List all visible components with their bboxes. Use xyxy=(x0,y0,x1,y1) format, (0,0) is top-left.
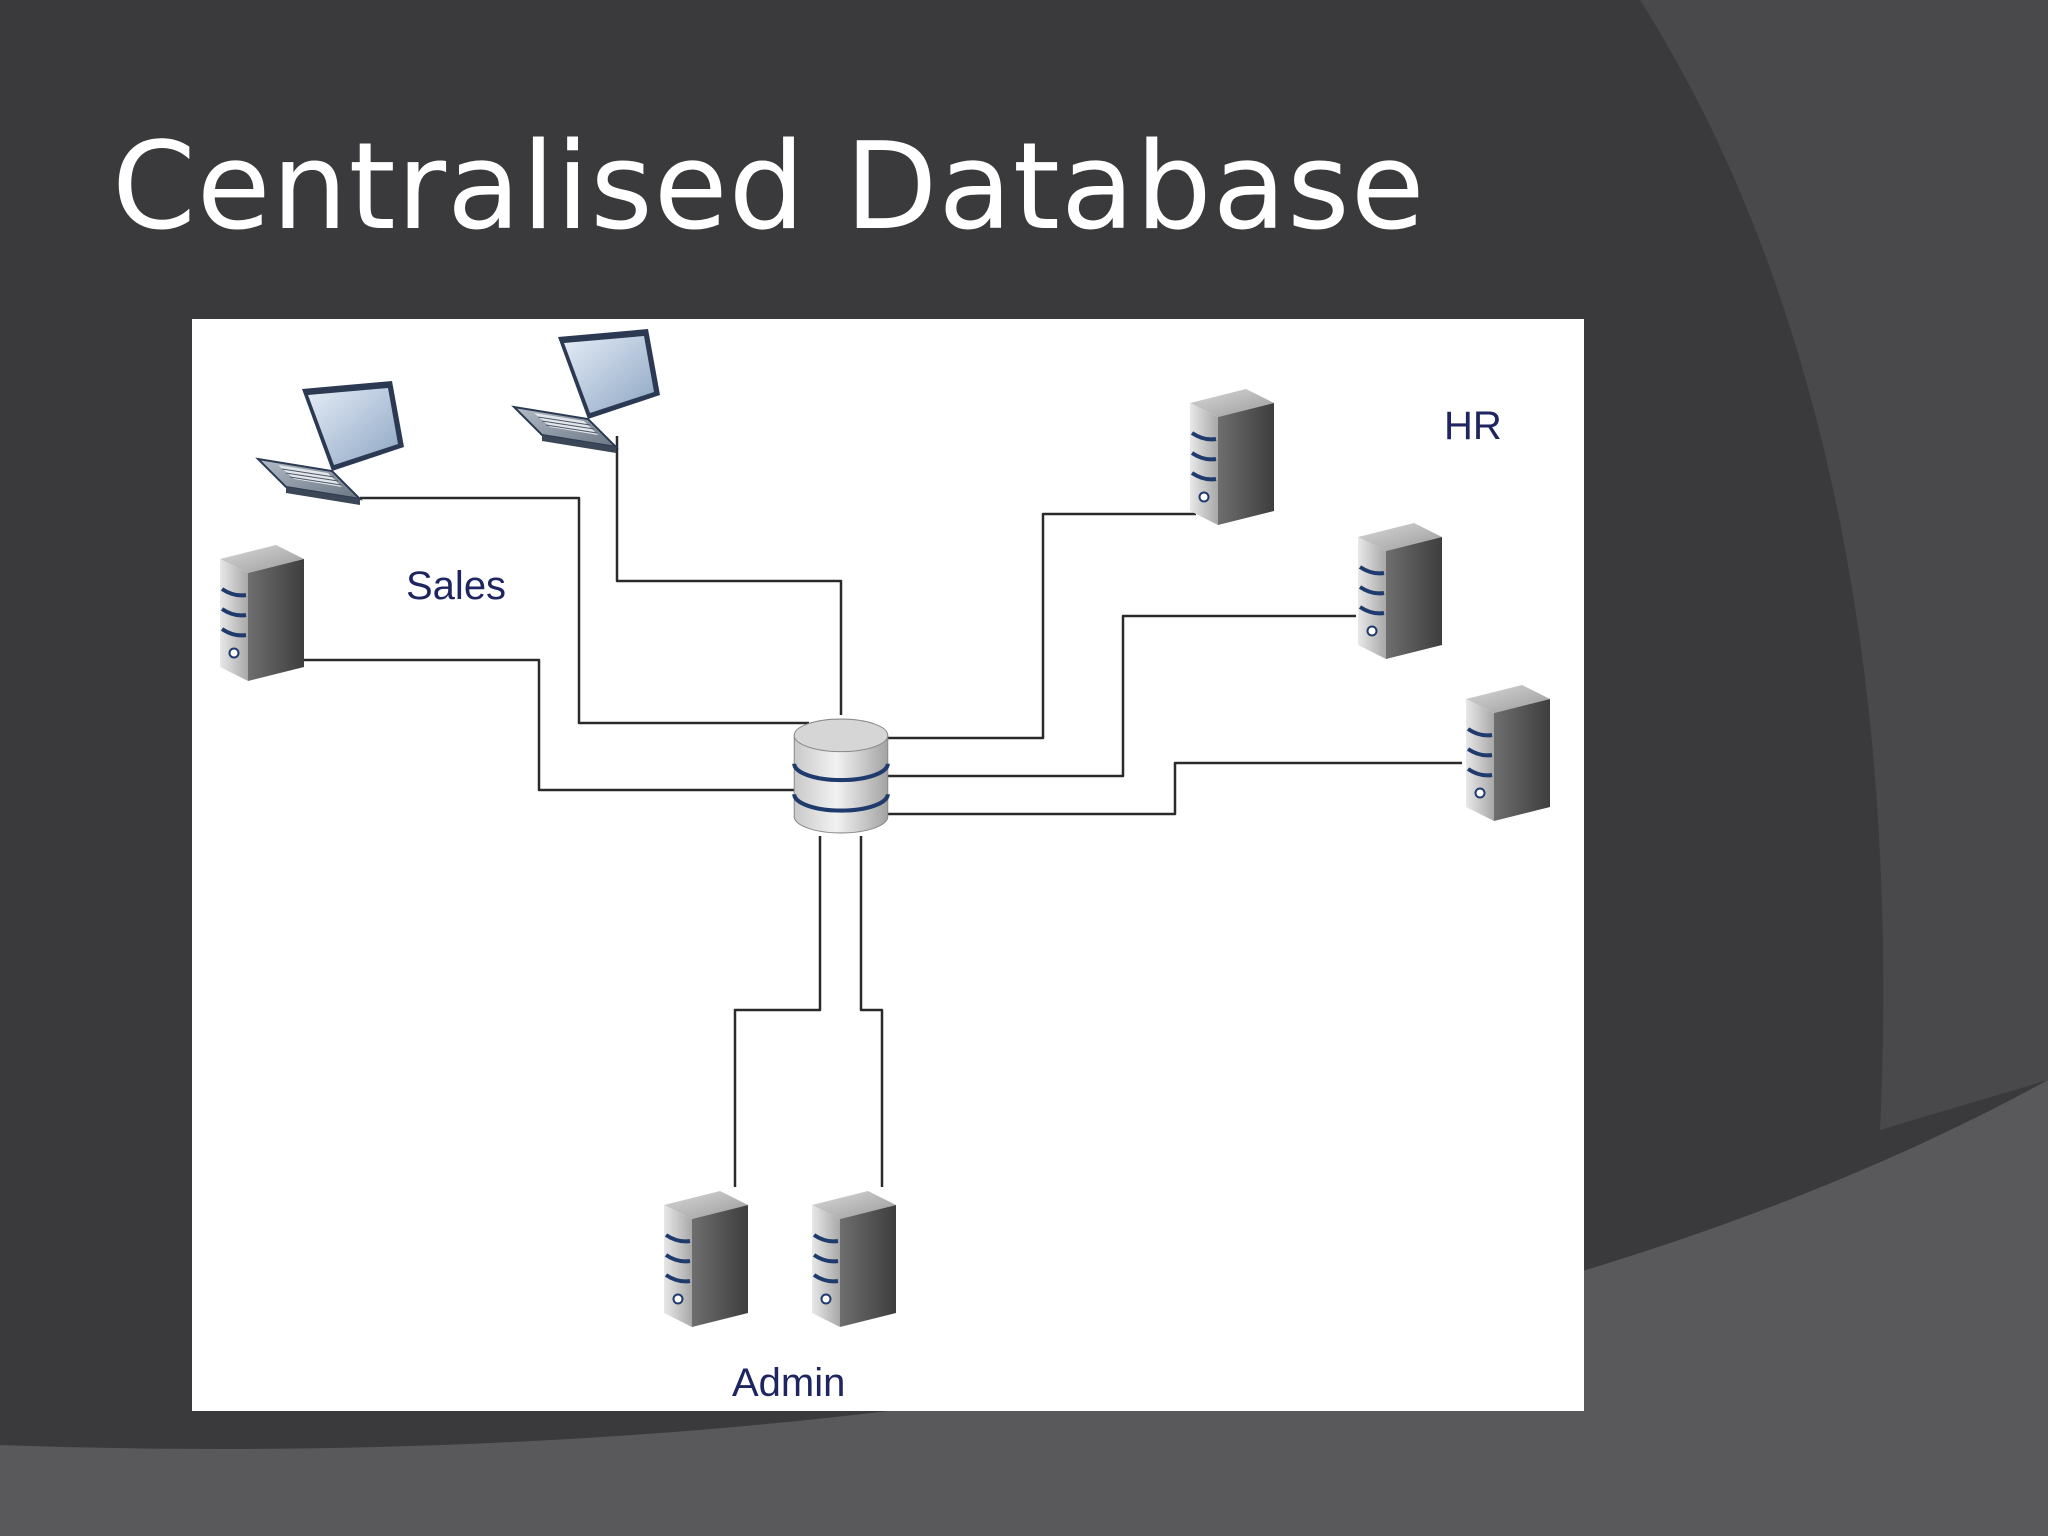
group-label-hr: HR xyxy=(1444,404,1502,448)
server-icon xyxy=(218,543,306,681)
laptop-icon xyxy=(513,328,661,454)
server-icon xyxy=(810,1189,898,1327)
admin-server-2 xyxy=(810,1189,898,1327)
connector-sales-laptop-2 xyxy=(615,436,843,715)
database-icon xyxy=(794,719,888,833)
slide-title: Centralised Database xyxy=(112,118,1426,257)
server-icon xyxy=(662,1189,750,1327)
connector-sales-laptop-1 xyxy=(360,496,809,725)
server-icon xyxy=(1188,387,1276,525)
admin-server-1 xyxy=(662,1189,750,1327)
background-swoosh-bottom xyxy=(0,1080,2048,1536)
hr-server-1 xyxy=(1188,387,1276,525)
hr-server-2 xyxy=(1356,521,1444,659)
server-icon xyxy=(1464,683,1552,821)
connector-hr-server-3 xyxy=(887,761,1462,816)
sales-server xyxy=(218,543,306,681)
background-swoosh-right xyxy=(1640,0,2048,1130)
connector-admin-server-1 xyxy=(733,836,822,1187)
connector-lines xyxy=(287,436,1462,1187)
laptop-icon xyxy=(257,380,405,506)
diagram-panel: Sales HR Admin xyxy=(192,319,1584,1411)
server-icon xyxy=(1356,521,1444,659)
connector-admin-server-2 xyxy=(859,836,884,1187)
connector-hr-server-1 xyxy=(887,512,1196,740)
network-diagram xyxy=(218,328,1552,1327)
connector-sales-server xyxy=(287,658,794,792)
sales-laptop-1 xyxy=(257,380,405,506)
group-label-sales: Sales xyxy=(406,564,507,608)
connector-hr-server-2 xyxy=(887,614,1356,778)
sales-laptop-2 xyxy=(513,328,661,454)
group-label-admin: Admin xyxy=(732,1361,846,1405)
hr-server-3 xyxy=(1464,683,1552,821)
